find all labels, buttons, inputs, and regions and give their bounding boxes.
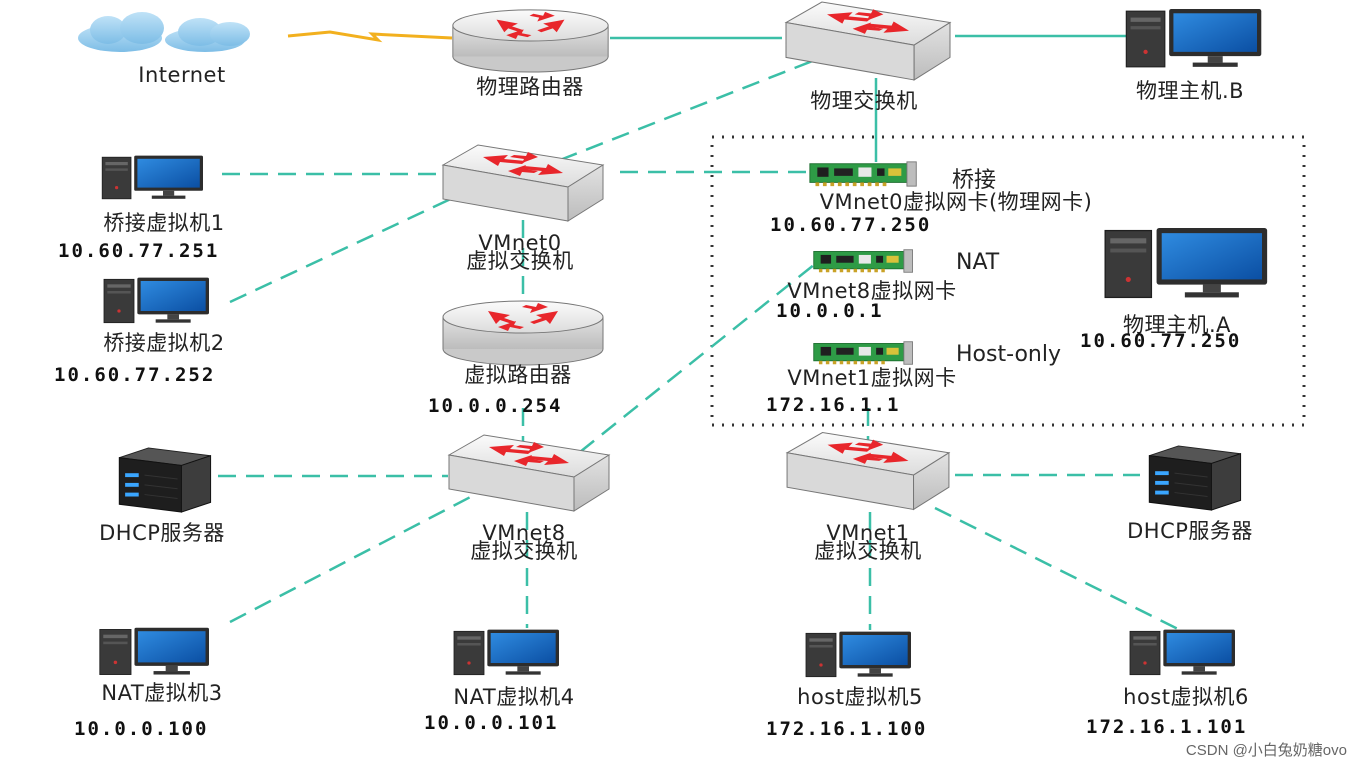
vmnet1-switch-type: 虚拟交换机 (814, 539, 922, 563)
vmnet0-switch-name: VMnet0 (478, 231, 562, 255)
network-card-icon (813, 249, 913, 273)
bridge-vm2-label: 桥接虚拟机2 (103, 331, 225, 355)
computer-icon (103, 277, 210, 324)
link-vmnet8-nic8 (579, 263, 816, 453)
router-icon (452, 9, 609, 73)
virtual-router-ip: 10.0.0.254 (428, 395, 563, 417)
nic1-ip: 172.16.1.1 (766, 394, 901, 416)
lightning-icon (287, 30, 453, 43)
internet-label: Internet (138, 63, 226, 87)
nic8-label: VMnet8虚拟网卡 (787, 279, 957, 303)
host-a-ip: 10.60.77.250 (1080, 330, 1242, 352)
nic8-mode: NAT (956, 250, 1000, 275)
nic1-label: VMnet1虚拟网卡 (787, 366, 957, 390)
network-card-icon (809, 161, 917, 187)
computer-icon (1125, 8, 1262, 68)
link-vmnet0-physswitch (559, 58, 816, 162)
physical-router-label: 物理路由器 (476, 75, 584, 99)
link-vm3-vmnet8 (229, 490, 481, 624)
nic0-ip: 10.60.77.250 (770, 214, 932, 236)
network-card-icon (813, 341, 913, 365)
nic0-mode: 桥接 (952, 168, 997, 193)
dhcp-right-label: DHCP服务器 (1127, 519, 1253, 543)
physical-switch-label: 物理交换机 (810, 89, 918, 113)
computer-icon (805, 631, 912, 678)
computer-icon (1129, 629, 1236, 676)
vmnet1-switch-name: VMnet1 (826, 521, 910, 545)
host-vm6-ip: 172.16.1.101 (1086, 716, 1248, 738)
bridge-vm1-ip: 10.60.77.251 (58, 240, 220, 262)
router-icon (442, 300, 604, 366)
computer-icon (99, 627, 210, 676)
vmnet8-switch-type: 虚拟交换机 (470, 539, 578, 563)
server-icon (1148, 445, 1242, 511)
host-a-label: 物理主机.A (1122, 313, 1232, 337)
switch-icon (785, 1, 951, 81)
host-b-label: 物理主机.B (1135, 79, 1245, 103)
computer-icon (453, 629, 560, 676)
nat-vm4-label: NAT虚拟机4 (453, 685, 575, 709)
bridge-vm1-label: 桥接虚拟机1 (103, 211, 225, 235)
virtual-router-label: 虚拟路由器 (464, 363, 572, 387)
nat-vm4-ip: 10.0.0.101 (424, 712, 559, 734)
link-vm2-vmnet0 (229, 188, 471, 304)
dhcp-left-label: DHCP服务器 (99, 521, 225, 545)
vmnet0-switch-type: 虚拟交换机 (466, 249, 574, 273)
switch-icon (786, 432, 950, 510)
vmnet8-switch-name: VMnet8 (482, 521, 566, 545)
host-vm6-label: host虚拟机6 (1123, 685, 1249, 709)
nic1-mode: Host-only (956, 342, 1061, 367)
nic0-label: VMnet0虚拟网卡(物理网卡) (819, 190, 1093, 214)
computer-icon (1104, 227, 1268, 299)
watermark: CSDN @小白兔奶糖ovo (1185, 742, 1347, 759)
computer-icon (101, 155, 204, 200)
nat-vm3-ip: 10.0.0.100 (74, 718, 209, 740)
link-vmnet1-vm6 (934, 506, 1181, 632)
host-vm5-label: host虚拟机5 (797, 685, 923, 709)
dashed-links (218, 58, 1181, 632)
solid-links (610, 34, 1130, 162)
host-vm5-ip: 172.16.1.100 (766, 718, 928, 740)
bridge-vm2-ip: 10.60.77.252 (54, 364, 216, 386)
nat-vm3-label: NAT虚拟机3 (101, 681, 223, 705)
switch-icon (442, 144, 604, 222)
cloud-icon (78, 12, 250, 52)
server-icon (118, 447, 212, 513)
nic8-ip: 10.0.0.1 (776, 300, 884, 322)
